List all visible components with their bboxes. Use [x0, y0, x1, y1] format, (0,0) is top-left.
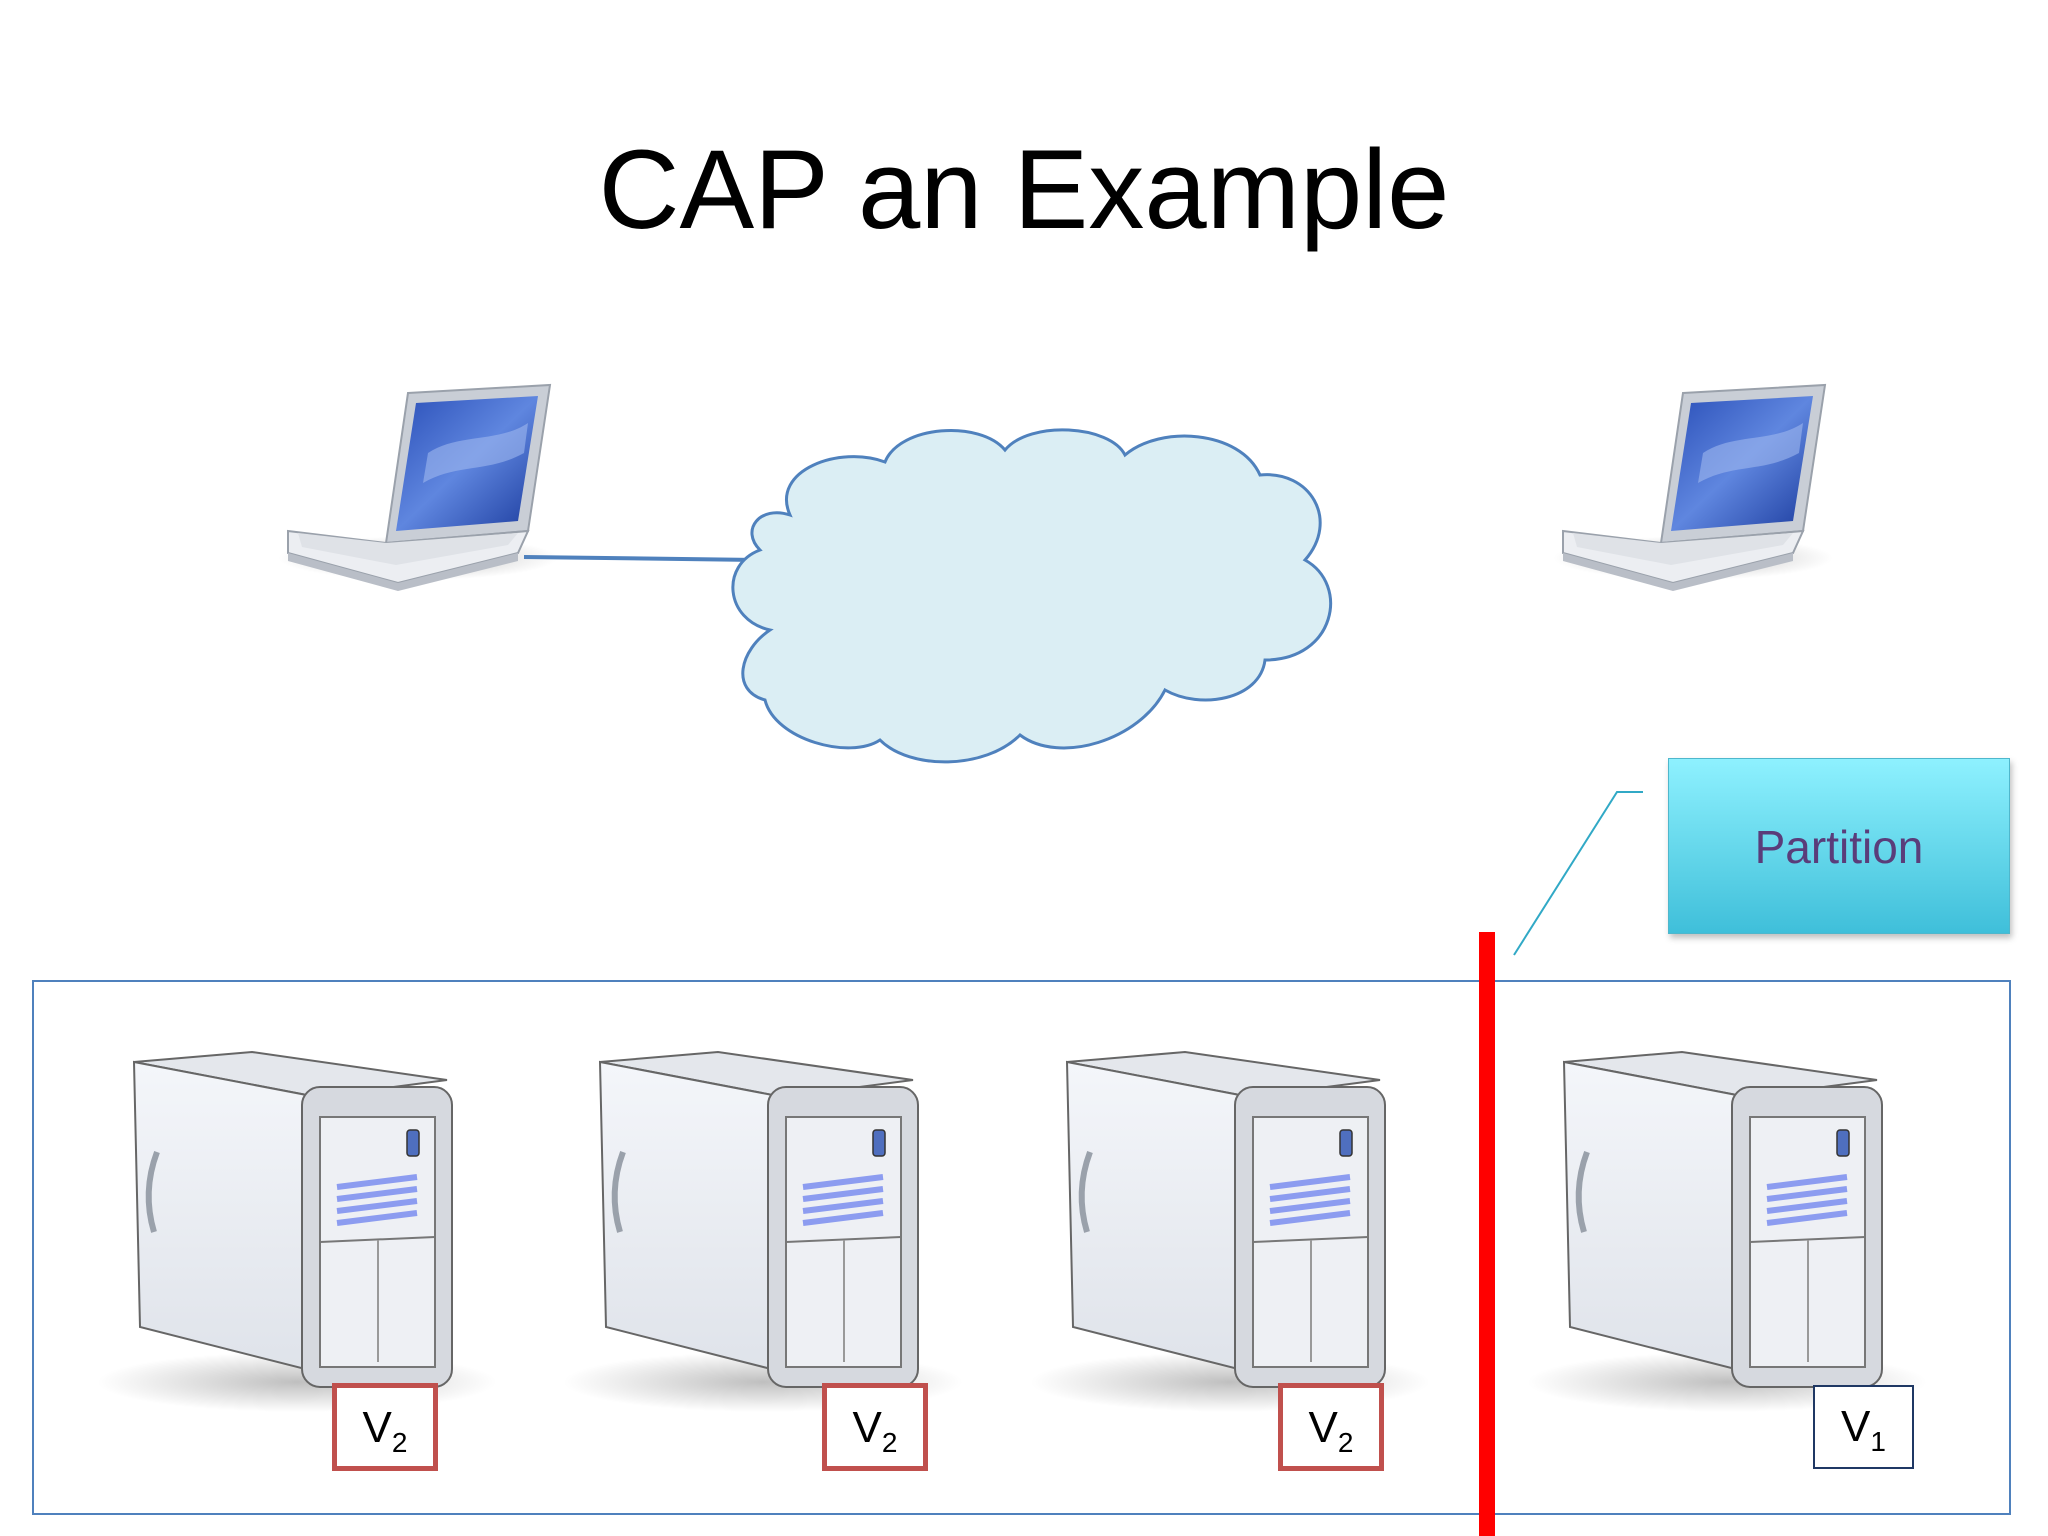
version-label-node-3: V2 — [1278, 1383, 1384, 1471]
server-cluster-frame — [32, 980, 2011, 1515]
server-icon — [1030, 1052, 1430, 1412]
partition-line — [1479, 932, 1495, 1536]
server-icon — [563, 1052, 963, 1412]
server-icon — [1527, 1052, 1927, 1412]
cloud-icon — [731, 428, 1333, 764]
laptop-icon — [1552, 384, 1834, 592]
version-label-node-2: V2 — [822, 1383, 928, 1471]
network-link — [523, 555, 759, 562]
partition-callout: Partition — [1668, 758, 2010, 934]
version-label-node-1: V2 — [332, 1383, 438, 1471]
callout-pointer — [1513, 791, 1643, 956]
server-icon — [97, 1052, 497, 1412]
laptop-icon — [277, 384, 559, 592]
slide-title: CAP an Example — [598, 127, 1450, 252]
version-label-node-4: V1 — [1813, 1385, 1914, 1469]
